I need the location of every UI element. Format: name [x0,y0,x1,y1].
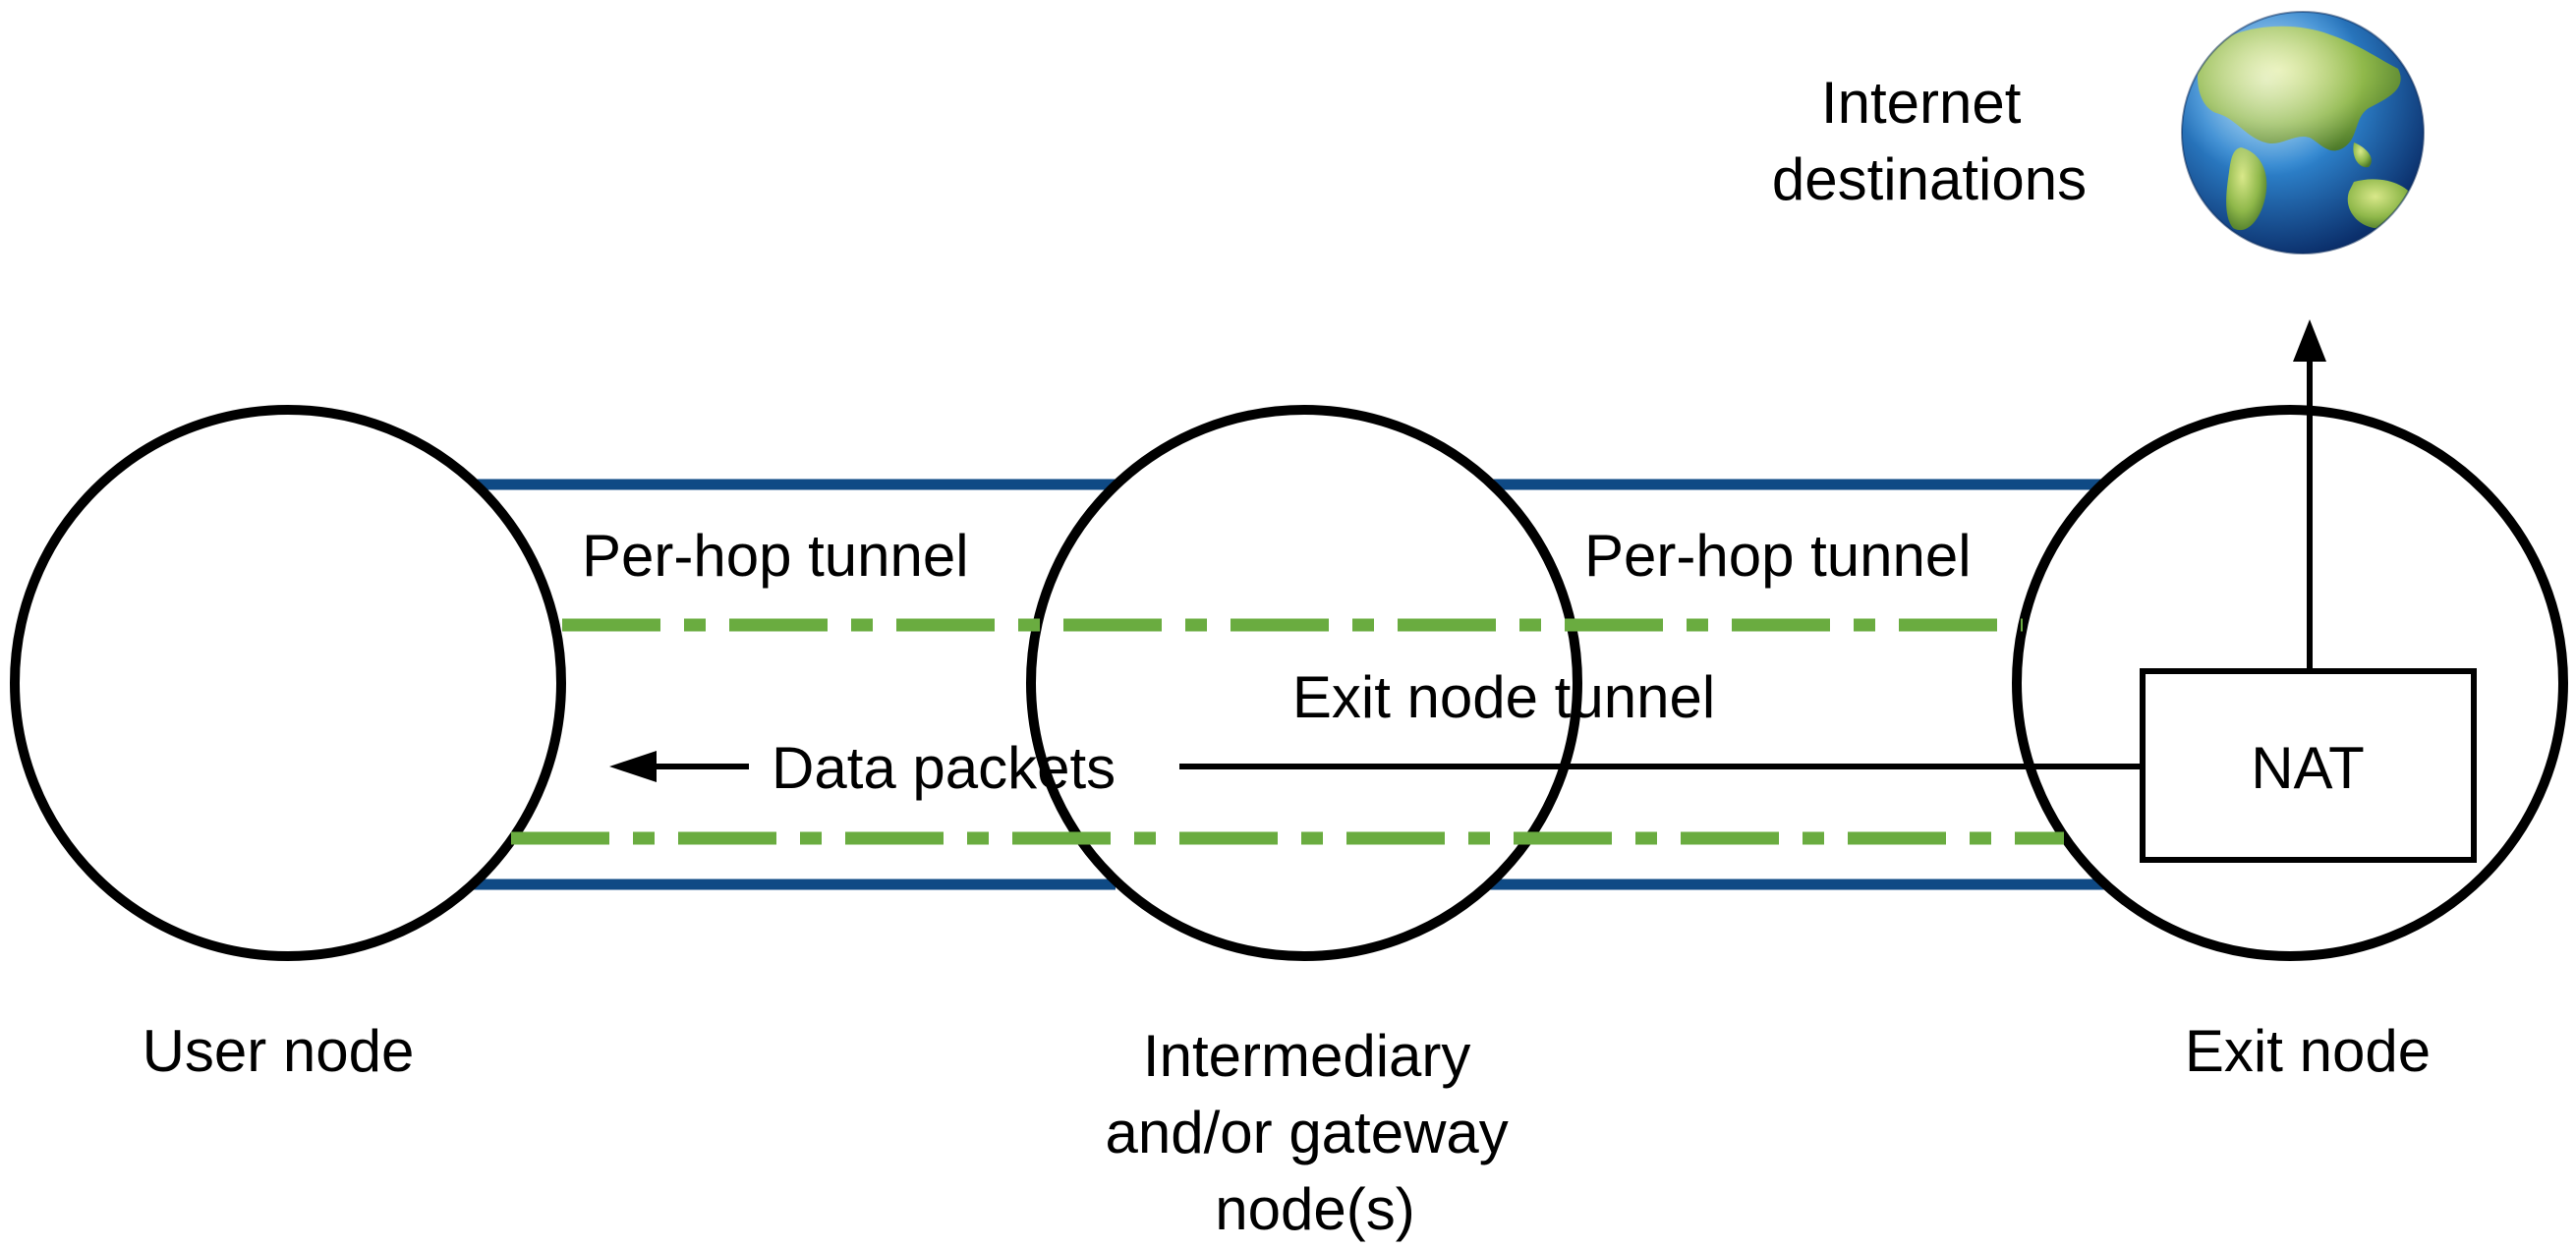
intermediary-node-line-2: and/or gateway [1106,1100,1509,1165]
internet-arrow [2293,319,2326,671]
data-packets-label: Data packets [772,735,1116,801]
data-packets-arrow [609,751,2143,782]
internet-destinations-label: Internet destinations [1772,70,2087,212]
intermediary-node-line-3: node(s) [1215,1176,1414,1242]
per-hop-tunnel-left [472,479,1116,890]
per-hop-tunnel-left-label: Per-hop tunnel [582,523,969,589]
arrowhead-left-icon [609,751,657,782]
internet-destinations-line-1: Internet [1821,70,2022,136]
nat-label: NAT [2251,735,2365,801]
intermediary-node-circle [1026,405,1582,961]
user-node-circle [10,405,566,961]
intermediary-node-line-1: Intermediary [1143,1023,1470,1089]
internet-destinations-line-2: destinations [1772,146,2087,212]
exit-node-tunnel [511,618,2064,845]
intermediary-node-label: Intermediary and/or gateway node(s) [1106,1023,1525,1242]
arrowhead-up-icon [2293,319,2326,362]
user-node-label: User node [143,1018,415,1084]
nat-box: NAT [2140,668,2477,863]
per-hop-tunnel-right-label: Per-hop tunnel [1584,523,1972,589]
per-hop-tunnel-right [1489,479,2113,890]
exit-node-tunnel-label: Exit node tunnel [1292,664,1715,730]
globe-icon [2181,11,2425,255]
exit-node-label: Exit node [2185,1018,2431,1084]
